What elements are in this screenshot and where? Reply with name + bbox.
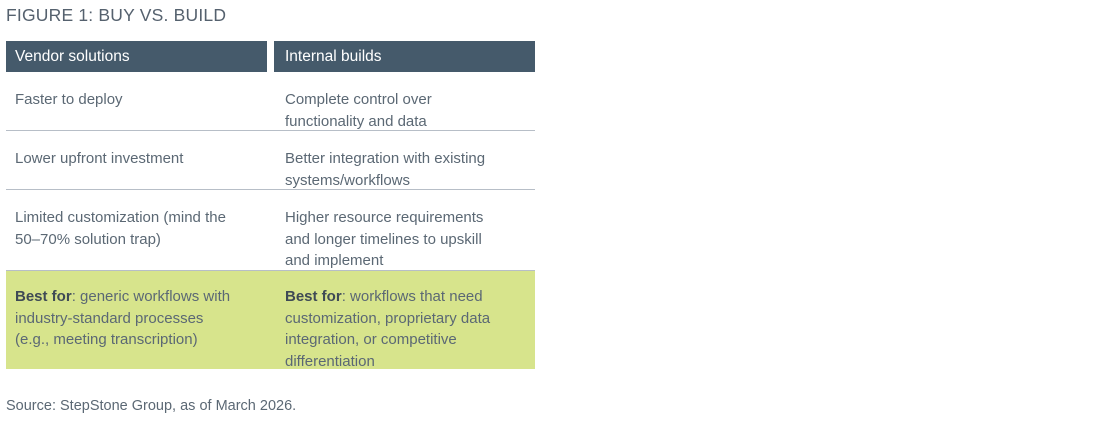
cell-line: Complete control over bbox=[285, 91, 432, 108]
table-cell-vendor-1: Faster to deploy bbox=[6, 72, 274, 130]
table-cell-internal-1: Complete control over functionality and … bbox=[274, 72, 535, 130]
column-header-divider bbox=[267, 41, 274, 72]
cell-line: functionality and data bbox=[285, 112, 427, 130]
table-cell-vendor-best-for: Best for: generic workflows with industr… bbox=[6, 271, 274, 369]
cell-line: customization, proprietary data bbox=[285, 309, 491, 327]
best-for-label: Best for bbox=[15, 288, 72, 305]
table-cell-internal-2: Better integration with existing systems… bbox=[274, 131, 535, 189]
cell-line: and longer timelines to upskill bbox=[285, 230, 482, 248]
cell-line: systems/workflows bbox=[285, 171, 411, 189]
source-note: Source: StepStone Group, as of March 202… bbox=[6, 398, 297, 414]
cell-line: 50–70% solution trap) bbox=[15, 230, 161, 248]
table-cell-internal-best-for: Best for: workflows that need customizat… bbox=[274, 271, 535, 370]
table-row: Faster to deploy Complete control over f… bbox=[6, 72, 535, 131]
best-for-label: Best for bbox=[285, 288, 342, 305]
cell-line: Higher resource requirements bbox=[285, 209, 484, 226]
cell-line: Limited customization (mind the bbox=[15, 209, 226, 226]
table-row-highlighted: Best for: generic workflows with industr… bbox=[6, 271, 535, 370]
cell-line: Better integration with existing bbox=[285, 150, 486, 167]
cell-line-text: : workflows that need bbox=[341, 288, 483, 305]
buy-vs-build-table: Vendor solutions Internal builds Faster … bbox=[6, 41, 535, 370]
column-header-internal-builds: Internal builds bbox=[274, 41, 535, 72]
table-row: Lower upfront investment Better integrat… bbox=[6, 131, 535, 190]
cell-line: integration, or competitive bbox=[285, 331, 457, 348]
table-row: Limited customization (mind the 50–70% s… bbox=[6, 190, 535, 271]
cell-line: industry-standard processes bbox=[15, 309, 204, 327]
page-title: FIGURE 1: BUY VS. BUILD bbox=[6, 5, 227, 25]
cell-line: Lower upfront investment bbox=[15, 150, 184, 167]
cell-line: Best for: workflows that need bbox=[285, 286, 519, 308]
table-cell-vendor-2: Lower upfront investment bbox=[6, 131, 274, 189]
table-cell-vendor-3: Limited customization (mind the 50–70% s… bbox=[6, 190, 274, 270]
table-header-row: Vendor solutions Internal builds bbox=[6, 41, 535, 72]
cell-line-text: : generic workflows with bbox=[71, 288, 231, 305]
cell-line: and implement bbox=[285, 252, 384, 269]
cell-line: Faster to deploy bbox=[15, 91, 123, 108]
cell-line: (e.g., meeting transcription) bbox=[15, 331, 198, 348]
cell-line: differentiation bbox=[285, 352, 375, 370]
column-header-vendor-solutions: Vendor solutions bbox=[6, 41, 267, 72]
table-cell-internal-3: Higher resource requirements and longer … bbox=[274, 190, 535, 270]
cell-line: Best for: generic workflows with bbox=[15, 286, 256, 308]
